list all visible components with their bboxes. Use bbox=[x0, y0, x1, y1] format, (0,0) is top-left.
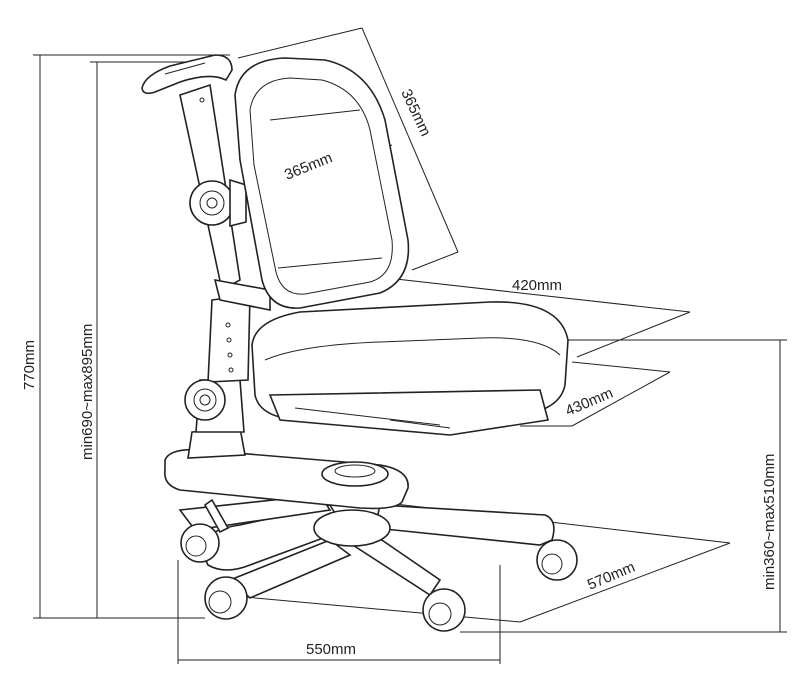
chair-drawing bbox=[141, 54, 578, 632]
base-diameter-label: 570mm bbox=[585, 558, 638, 593]
chair-column bbox=[187, 294, 251, 459]
foot-platform bbox=[163, 448, 409, 510]
base-width-label: 550mm bbox=[306, 641, 356, 658]
chair-base bbox=[178, 494, 555, 599]
chair-casters bbox=[180, 523, 578, 632]
base-hub bbox=[313, 509, 391, 547]
upper-adjust-knob bbox=[189, 178, 247, 228]
backrest-height-label: 365mm bbox=[397, 87, 434, 140]
seat-height-range-label: min690~max895mm bbox=[79, 324, 96, 460]
chair-handle bbox=[141, 54, 233, 95]
seat-floor-range-label: min360~max510mm bbox=[761, 454, 778, 590]
lower-adjust-knob bbox=[184, 379, 226, 421]
seat-depth-label: 420mm bbox=[512, 277, 562, 294]
chair-backrest bbox=[234, 57, 410, 309]
dimension-lines bbox=[33, 27, 787, 664]
overall-height-label: 770mm bbox=[21, 340, 38, 390]
seat-width-label: 430mm bbox=[563, 384, 616, 419]
chair-seat bbox=[251, 301, 569, 436]
